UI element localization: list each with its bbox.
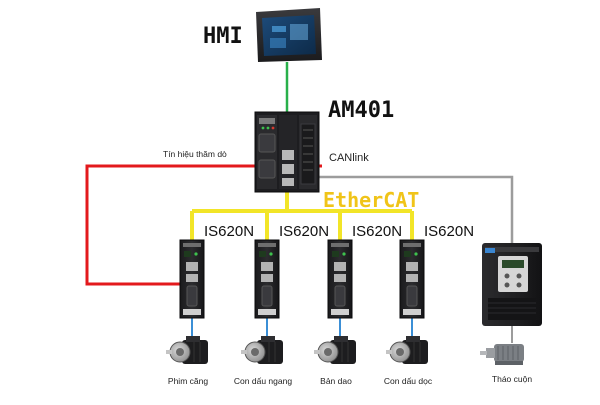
motor-label-4: Con dấu dọc	[384, 376, 433, 386]
probe-signal-label: Tín hiệu thăm dò	[163, 149, 227, 159]
servo-motor-icon-3	[314, 336, 356, 364]
unwind-motor-icon	[480, 344, 524, 365]
ethercat-label: EtherCAT	[323, 188, 419, 212]
hmi-device	[256, 8, 322, 62]
servo-drive-3	[327, 239, 353, 319]
controller-label: AM401	[328, 98, 394, 123]
inverter-device	[482, 243, 542, 326]
am401-controller	[254, 111, 320, 193]
servo-drive-4	[399, 239, 425, 319]
motor-label-2: Con dấu ngang	[234, 376, 292, 386]
drive-label-4: IS620N	[424, 223, 474, 240]
servo-drive-1	[179, 239, 205, 319]
hmi-label: HMI	[203, 24, 243, 49]
servo-motor-icon-1	[166, 336, 208, 364]
unwind-motor-label: Tháo cuộn	[492, 374, 532, 384]
motor-label-1: Phim căng	[168, 376, 208, 386]
servo-motor-icon-4	[386, 336, 428, 364]
drive-label-2: IS620N	[279, 223, 329, 240]
canlink-line	[305, 175, 514, 244]
ethercat-bus	[190, 190, 414, 240]
drive-label-3: IS620N	[352, 223, 402, 240]
probe-signal-line	[85, 164, 322, 286]
servo-drive-2	[254, 239, 280, 319]
canlink-label: CANlink	[329, 152, 369, 164]
motor-label-3: Bản dao	[320, 376, 352, 386]
drive-label-1: IS620N	[204, 223, 254, 240]
motor-cables	[191, 318, 413, 340]
servo-motor-icon-2	[241, 336, 283, 364]
